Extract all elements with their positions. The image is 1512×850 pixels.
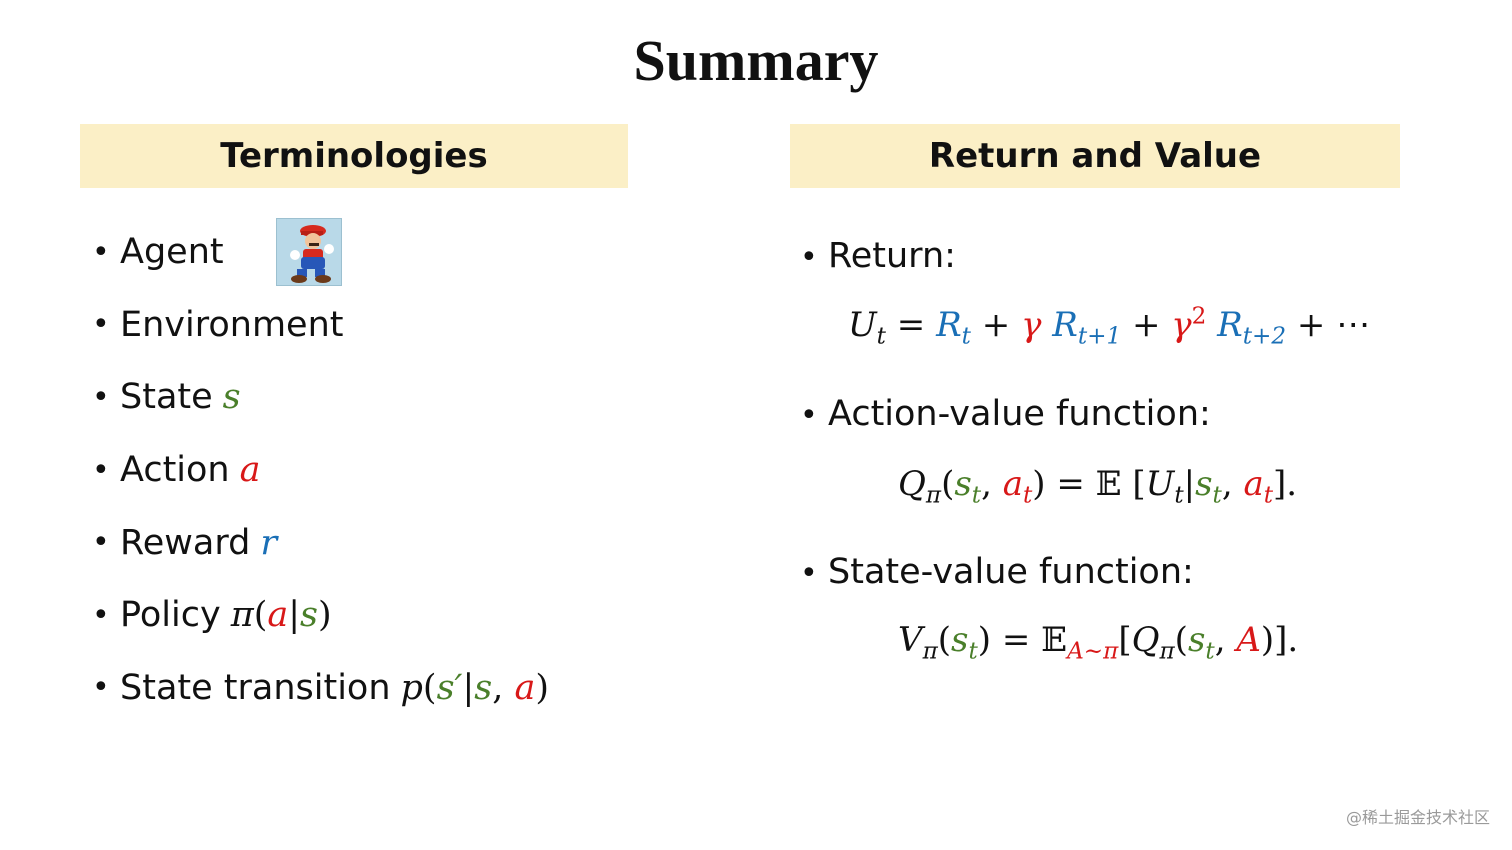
bullet: • bbox=[92, 307, 110, 343]
terminologies-heading: Terminologies bbox=[80, 124, 628, 188]
bullet: • bbox=[92, 379, 110, 415]
list-item-policy: • Policy π(a|s) bbox=[92, 579, 549, 652]
term-transition: State transition bbox=[120, 667, 391, 708]
list-item-state: • State s bbox=[92, 361, 549, 434]
return-value-heading: Return and Value bbox=[790, 124, 1400, 188]
state-symbol: s bbox=[222, 377, 241, 418]
return-item: • Return: bbox=[800, 236, 956, 276]
bullet: • bbox=[92, 234, 110, 270]
bullet: • bbox=[92, 597, 110, 633]
term-agent: Agent bbox=[120, 232, 224, 273]
action-value-item: • Action-value function: bbox=[800, 394, 1211, 434]
watermark: @稀土掘金技术社区 bbox=[1345, 808, 1490, 827]
list-item-transition: • State transition p(s′|s, a) bbox=[92, 652, 549, 725]
list-item-environment: • Environment bbox=[92, 289, 549, 362]
list-item-agent: • Agent bbox=[92, 216, 549, 289]
bullet: • bbox=[92, 670, 110, 706]
transition-formula: p(s′|s, a) bbox=[400, 667, 550, 708]
bullet: • bbox=[800, 556, 818, 591]
reward-symbol: r bbox=[260, 522, 278, 563]
bullet: • bbox=[92, 525, 110, 561]
term-action: Action bbox=[120, 450, 230, 491]
term-environment: Environment bbox=[120, 304, 344, 345]
term-policy: Policy bbox=[120, 595, 221, 636]
bullet: • bbox=[800, 240, 818, 275]
term-reward: Reward bbox=[120, 522, 251, 563]
state-value-label: State-value function: bbox=[828, 552, 1194, 592]
bullet: • bbox=[92, 452, 110, 488]
action-value-formula: Qπ(st, at) = 𝔼 [Ut|st, at]. bbox=[898, 464, 1298, 509]
mario-character-icon bbox=[275, 218, 342, 287]
list-item-action: • Action a bbox=[92, 434, 549, 507]
action-value-label: Action-value function: bbox=[828, 394, 1211, 434]
state-value-item: • State-value function: bbox=[800, 552, 1194, 592]
list-item-reward: • Reward r bbox=[92, 506, 549, 579]
bullet: • bbox=[800, 398, 818, 433]
page-title: Summary bbox=[633, 28, 879, 93]
term-state: State bbox=[120, 377, 213, 418]
state-value-formula: Vπ(st) = 𝔼A~π[Qπ(st, A)]. bbox=[898, 620, 1299, 665]
return-label: Return: bbox=[828, 236, 956, 276]
return-formula: Ut = Rt + γ Rt+1 + γ2 Rt+2 + ⋯ bbox=[848, 303, 1371, 350]
policy-formula: π(a|s) bbox=[230, 595, 332, 636]
terminology-list: • Agent • Environment • Sta bbox=[92, 216, 549, 724]
action-symbol: a bbox=[239, 450, 261, 491]
